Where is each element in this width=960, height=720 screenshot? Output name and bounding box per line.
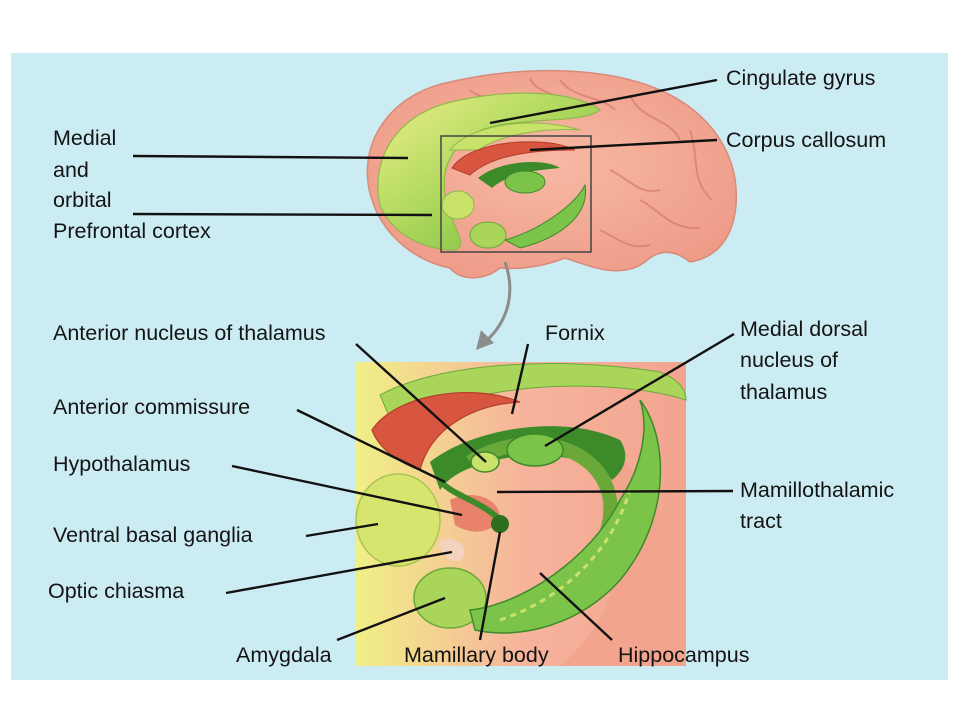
orbital-region-upper <box>441 190 475 220</box>
medial-dorsal-nucleus-inset <box>506 433 564 467</box>
label-anterior-commissure: Anterior commissure <box>53 395 250 419</box>
leader-amygdala <box>336 596 446 642</box>
hippocampus-upper <box>503 183 587 249</box>
leader-mamillary-body <box>478 531 502 641</box>
leader-corpus-callosum <box>529 138 718 152</box>
leader-optic-chiasma <box>225 550 453 595</box>
label-hippocampus: Hippocampus <box>618 643 749 667</box>
optic-chiasma-inset <box>439 538 465 562</box>
label-medial-dorsal-line2: nucleus of <box>740 348 838 372</box>
label-amygdala: Amygdala <box>236 643 332 667</box>
hippocampus-striations <box>499 489 632 622</box>
thalamus-upper <box>504 170 546 194</box>
amygdala-inset <box>413 567 487 629</box>
zoom-arrow <box>476 261 512 350</box>
leader-hippocampus <box>539 572 613 641</box>
label-hypothalamus: Hypothalamus <box>53 452 190 476</box>
label-medial-line3: orbital <box>53 188 112 212</box>
label-ventral-basal-ganglia: Ventral basal ganglia <box>53 523 253 547</box>
label-medial-line2: and <box>53 158 89 182</box>
label-cingulate-gyrus: Cingulate gyrus <box>726 66 875 90</box>
leader-fornix <box>510 343 530 415</box>
leader-ventral-basal-ganglia <box>305 522 379 538</box>
label-anterior-nucleus: Anterior nucleus of thalamus <box>53 321 325 345</box>
leader-anterior-nucleus <box>355 343 487 463</box>
label-medial-line4: Prefrontal cortex <box>53 219 211 243</box>
leader-anterior-commissure <box>296 408 446 484</box>
label-medial-line1: Medial <box>53 126 116 150</box>
hippocampus-inset <box>469 399 662 634</box>
labels: Cingulate gyrus Corpus callosum Medial a… <box>48 66 894 667</box>
label-medial-dorsal-line1: Medial dorsal <box>740 317 868 341</box>
label-corpus-callosum: Corpus callosum <box>726 128 886 152</box>
hypothalamus-inset <box>450 495 500 532</box>
limbic-inset-view <box>355 362 687 666</box>
label-fornix: Fornix <box>545 321 605 345</box>
ventral-basal-ganglia-inset <box>355 473 441 567</box>
label-mamillothalamic-line1: Mamillothalamic <box>740 478 894 502</box>
label-mamillothalamic-line2: tract <box>740 509 782 533</box>
mamillary-body-inset <box>491 515 509 533</box>
label-optic-chiasma: Optic chiasma <box>48 579 184 603</box>
label-medial-dorsal-line3: thalamus <box>740 380 827 404</box>
leader-medial-upper <box>132 154 409 160</box>
leader-lines <box>132 78 735 642</box>
cingulate-gyrus <box>448 122 581 151</box>
amygdala-upper <box>469 221 507 249</box>
mamillothalamic-tract-inset <box>437 478 503 523</box>
leader-mamillothalamic-tract <box>496 489 734 494</box>
leader-cingulate-gyrus <box>489 78 718 125</box>
leader-medial-lower <box>132 212 433 217</box>
zoom-box <box>440 135 592 253</box>
fornix-upper <box>478 162 560 188</box>
leader-medial-dorsal-nucleus <box>544 332 735 448</box>
leader-hypothalamus <box>231 464 463 517</box>
label-mamillary-body: Mamillary body <box>404 643 549 667</box>
fornix-inset <box>430 426 626 490</box>
limbic-cortex-region <box>377 92 601 251</box>
brain-sagittal-view <box>366 69 737 279</box>
